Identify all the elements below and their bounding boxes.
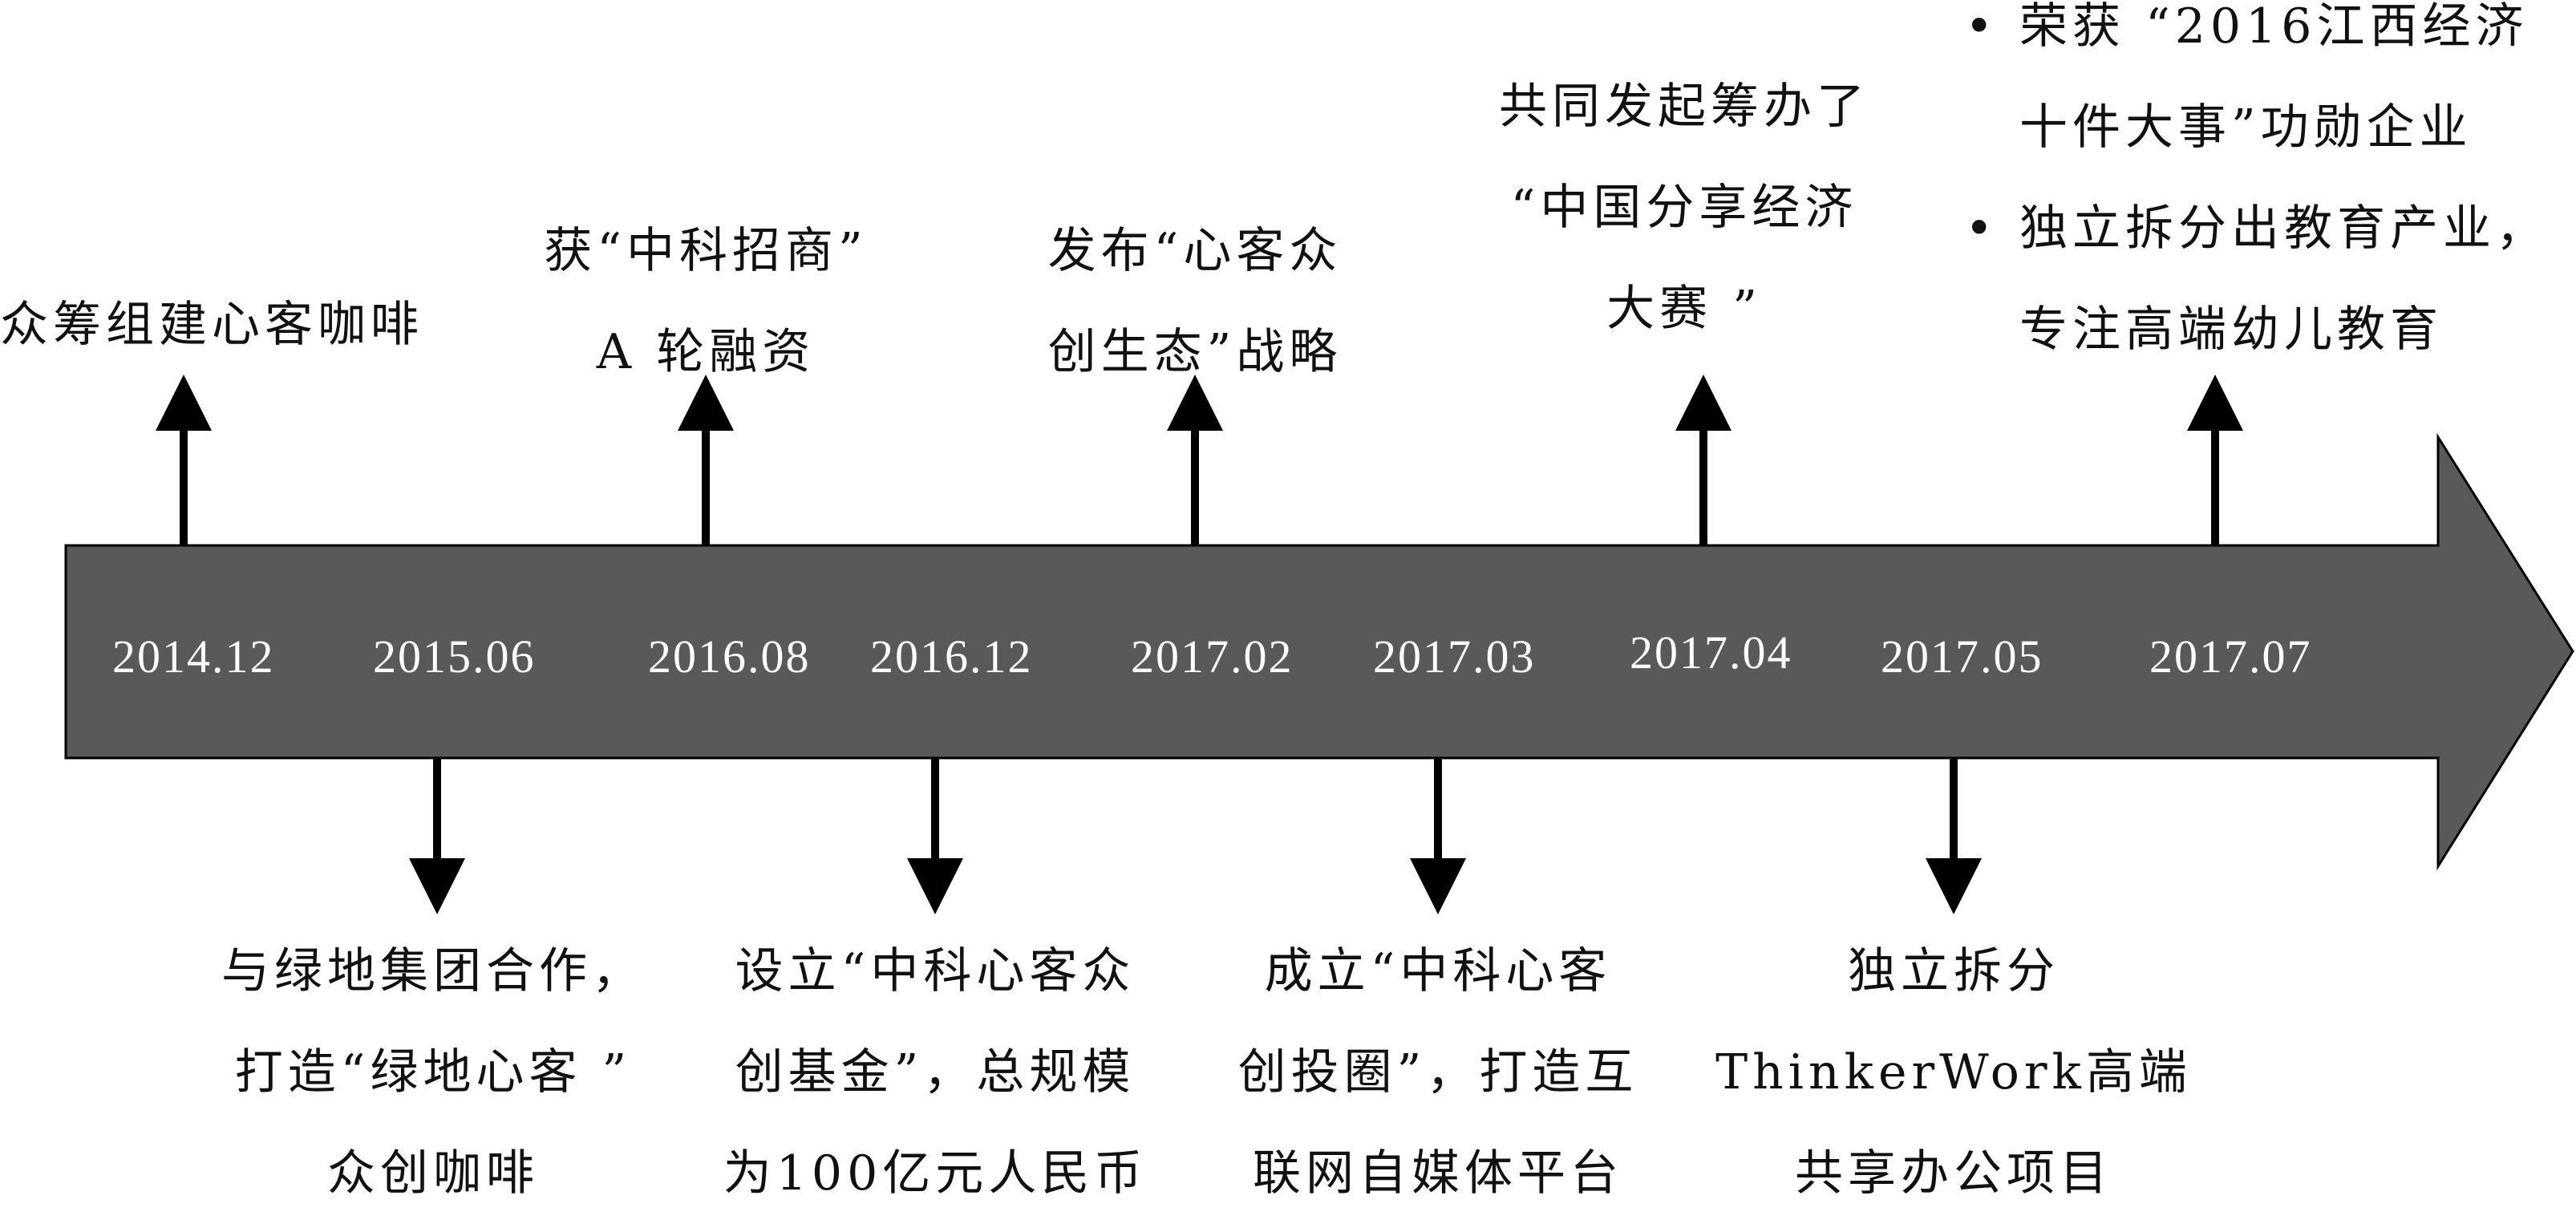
timeline-arrow [64,432,2574,871]
event-below-2017-03: 成立“中科心客 创投圈”，打造互 联网自媒体平台 [1109,921,1767,1224]
event-text-line: 联网自媒体平台 [1253,1145,1623,1202]
date-label: 2015.06 [373,630,536,683]
bullet-icon: • [1965,201,1999,257]
down-connectors [409,758,1982,914]
bullet-item: • 荣获 “2016江西经济 十件大事”功勋企业 [1965,0,2549,178]
bullet-icon: • [1965,0,1999,55]
event-text-line: 创生态”战略 [1047,324,1343,380]
event-text-line: A 轮融资 [596,324,816,380]
event-text-line: 大赛 ” [1606,281,1762,337]
event-text-line: 发布“心客众 [1047,223,1343,279]
up-connectors [156,375,2243,545]
event-above-2017-04: 共同发起筹办了 “中国分享经济 大赛 ” [1468,56,1901,359]
event-text-line: 十件大事”功勋企业 [2019,99,2473,156]
event-above-2017-07: • 荣获 “2016江西经济 十件大事”功勋企业 • 独立拆分出教育产业， 专注… [1965,0,2549,380]
timeline-diagram [64,375,2574,914]
event-text-line: 成立“中科心客 [1264,943,1612,999]
event-below-2015-06: 与绿地集团合作， 打造“绿地心客 ” 众创咖啡 [64,921,802,1224]
event-below-2017-05: 独立拆分 ThinkerWork高端 共享办公项目 [1625,921,2282,1224]
event-text-line: 与绿地集团合作， [221,943,645,999]
event-above-2016-08: 获“中科招商” A 轮融资 [529,201,882,403]
event-text-line: 独立拆分 [1848,943,2060,999]
date-label: 2014.12 [112,630,275,683]
date-label: 2017.04 [1630,626,1792,679]
event-text-line: 为100亿元人民币 [723,1145,1148,1202]
date-label: 2017.03 [1373,630,1536,683]
event-text-line: 获“中科招商” [544,223,868,279]
bullet-item: • 独立拆分出教育产业， 专注高端幼儿教育 [1965,178,2549,380]
event-text-line: 创基金”，总规模 [735,1044,1136,1100]
event-text-line: 打造“绿地心客 ” [234,1044,632,1100]
event-text-line: 独立拆分出教育产业， [2019,201,2549,257]
event-above-2014-12: 众筹组建心客咖啡 [0,274,423,375]
event-text-line: 荣获 “2016江西经济 [2019,0,2529,55]
event-text-line: 设立“中科心客众 [735,943,1136,999]
event-text-line: 专注高端幼儿教育 [2019,302,2443,358]
event-text-line: ThinkerWork高端 [1715,1044,2192,1100]
event-above-2017-02: 发布“心客众 创生态”战略 [1019,201,1371,403]
event-below-2016-12: 设立“中科心客众 创基金”，总规模 为100亿元人民币 [606,921,1264,1224]
event-text-line: 共享办公项目 [1795,1145,2112,1202]
date-label: 2017.02 [1131,630,1294,683]
date-label: 2016.08 [648,630,811,683]
event-text-line: 共同发起筹办了 [1499,79,1869,135]
event-text-line: 创投圈”，打造互 [1237,1044,1638,1100]
event-text-line: 众筹组建心客咖啡 [0,297,423,353]
date-label: 2016.12 [870,630,1033,683]
date-label: 2017.07 [2149,630,2312,683]
event-text-line: 众创咖啡 [327,1145,539,1202]
event-text-line: “中国分享经济 [1510,180,1858,236]
date-label: 2017.05 [1881,630,2043,683]
